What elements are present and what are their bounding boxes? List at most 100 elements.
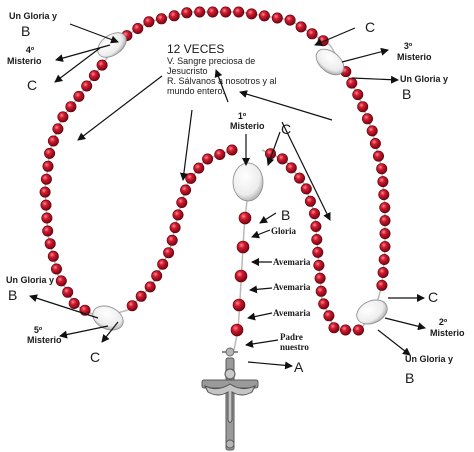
red-bead: [258, 10, 270, 22]
label-b-bottom-right: B: [405, 370, 415, 386]
label-5-misterio: Misterio: [27, 335, 62, 345]
pointer-arrow: [59, 325, 109, 339]
red-bead: [81, 80, 93, 92]
red-bead: [300, 183, 312, 195]
pointer-arrow: [247, 312, 273, 321]
pointer-arrow: [245, 339, 279, 348]
red-bead: [169, 222, 181, 234]
red-bead: [312, 246, 324, 258]
red-bead: [230, 323, 244, 337]
red-bead: [88, 70, 100, 82]
red-bead: [378, 189, 390, 201]
pointer-arrow: [55, 44, 111, 62]
red-bead: [194, 6, 206, 18]
pointer-arrow: [179, 109, 193, 181]
red-bead: [284, 14, 296, 26]
label-b-top-right: B: [402, 86, 412, 102]
red-bead: [379, 228, 391, 240]
pointer-arrow: [259, 212, 277, 224]
red-bead: [328, 322, 340, 334]
red-bead: [44, 147, 56, 159]
pointer-arrow: [101, 321, 119, 343]
red-bead: [39, 186, 51, 198]
pointer-arrow: [247, 361, 293, 370]
red-bead: [157, 258, 169, 270]
red-bead: [238, 211, 252, 225]
title-heading: 12 VECES: [167, 42, 225, 56]
label-2-num: 2º: [438, 317, 448, 327]
red-bead: [220, 6, 232, 18]
red-bead: [379, 215, 391, 227]
red-bead: [143, 16, 155, 28]
pointer-arrow: [54, 47, 101, 83]
label-gloria-center: Gloria: [271, 226, 296, 236]
label-c-top-left: C: [27, 77, 38, 93]
red-bead: [47, 135, 59, 147]
red-bead: [172, 209, 184, 221]
label-b-center: B: [281, 207, 291, 223]
label-2-misterio: Misterio: [430, 328, 465, 338]
label-gloria-bottom-left: Un Gloria y: [6, 275, 55, 285]
red-bead: [376, 279, 388, 291]
red-bead: [73, 90, 85, 102]
red-bead: [57, 111, 69, 123]
red-bead: [166, 234, 178, 246]
red-bead: [185, 172, 197, 184]
label-b-bottom-left: B: [8, 287, 18, 303]
red-bead: [306, 28, 318, 40]
response-text: R. Sálvanos a nosotros y al mundo entero…: [167, 76, 277, 96]
red-bead: [379, 202, 391, 214]
red-bead: [246, 8, 258, 20]
label-a-bottom: A: [294, 359, 304, 375]
pointer-arrow: [69, 23, 119, 44]
pointer-arrow: [314, 27, 356, 46]
large-white-bead: [232, 162, 264, 202]
red-bead: [41, 212, 53, 224]
pointer-arrow: [249, 285, 273, 294]
red-bead: [276, 153, 288, 165]
red-bead: [377, 176, 389, 188]
pointer-arrow: [281, 121, 331, 221]
red-bead: [214, 149, 226, 161]
red-bead: [126, 300, 138, 312]
pointer-arrow: [77, 75, 163, 141]
label-gloria-bottom-right: Un Gloria y: [405, 354, 454, 364]
red-bead: [68, 297, 80, 309]
red-bead: [44, 238, 56, 250]
red-bead: [202, 153, 214, 165]
large-white-bead: [315, 48, 345, 76]
label-1-misterio: Misterio: [230, 121, 265, 131]
label-c-top-right: C: [365, 19, 376, 35]
red-bead: [42, 225, 54, 237]
crucifix-icon: [201, 347, 259, 451]
red-bead: [314, 272, 326, 284]
label-c-bottom-right: C: [428, 289, 439, 305]
red-bead: [181, 7, 193, 19]
red-bead: [379, 241, 391, 253]
pointer-arrow: [384, 317, 426, 331]
red-bead: [293, 172, 305, 184]
red-bead: [369, 138, 381, 150]
red-bead: [50, 263, 62, 275]
red-bead: [226, 144, 238, 156]
red-bead: [271, 12, 283, 24]
red-bead: [40, 199, 52, 211]
red-bead: [376, 163, 388, 175]
red-bead: [346, 77, 358, 89]
large-white-bead: [356, 299, 388, 325]
label-c-center: C: [281, 121, 292, 137]
pointer-arrow: [214, 69, 229, 103]
red-bead: [207, 6, 219, 18]
pointer-arrow: [377, 329, 411, 356]
red-bead: [62, 286, 74, 298]
label-gloria-top-right: Un Gloria y: [400, 74, 449, 84]
red-bead: [232, 298, 246, 312]
red-bead: [304, 195, 316, 207]
pointer-arrow: [266, 131, 281, 166]
label-gloria-top-left: Un Gloria y: [9, 11, 58, 21]
red-bead: [308, 208, 320, 220]
red-bead: [317, 35, 329, 47]
red-bead: [156, 13, 168, 25]
pointer-arrow: [351, 75, 399, 84]
